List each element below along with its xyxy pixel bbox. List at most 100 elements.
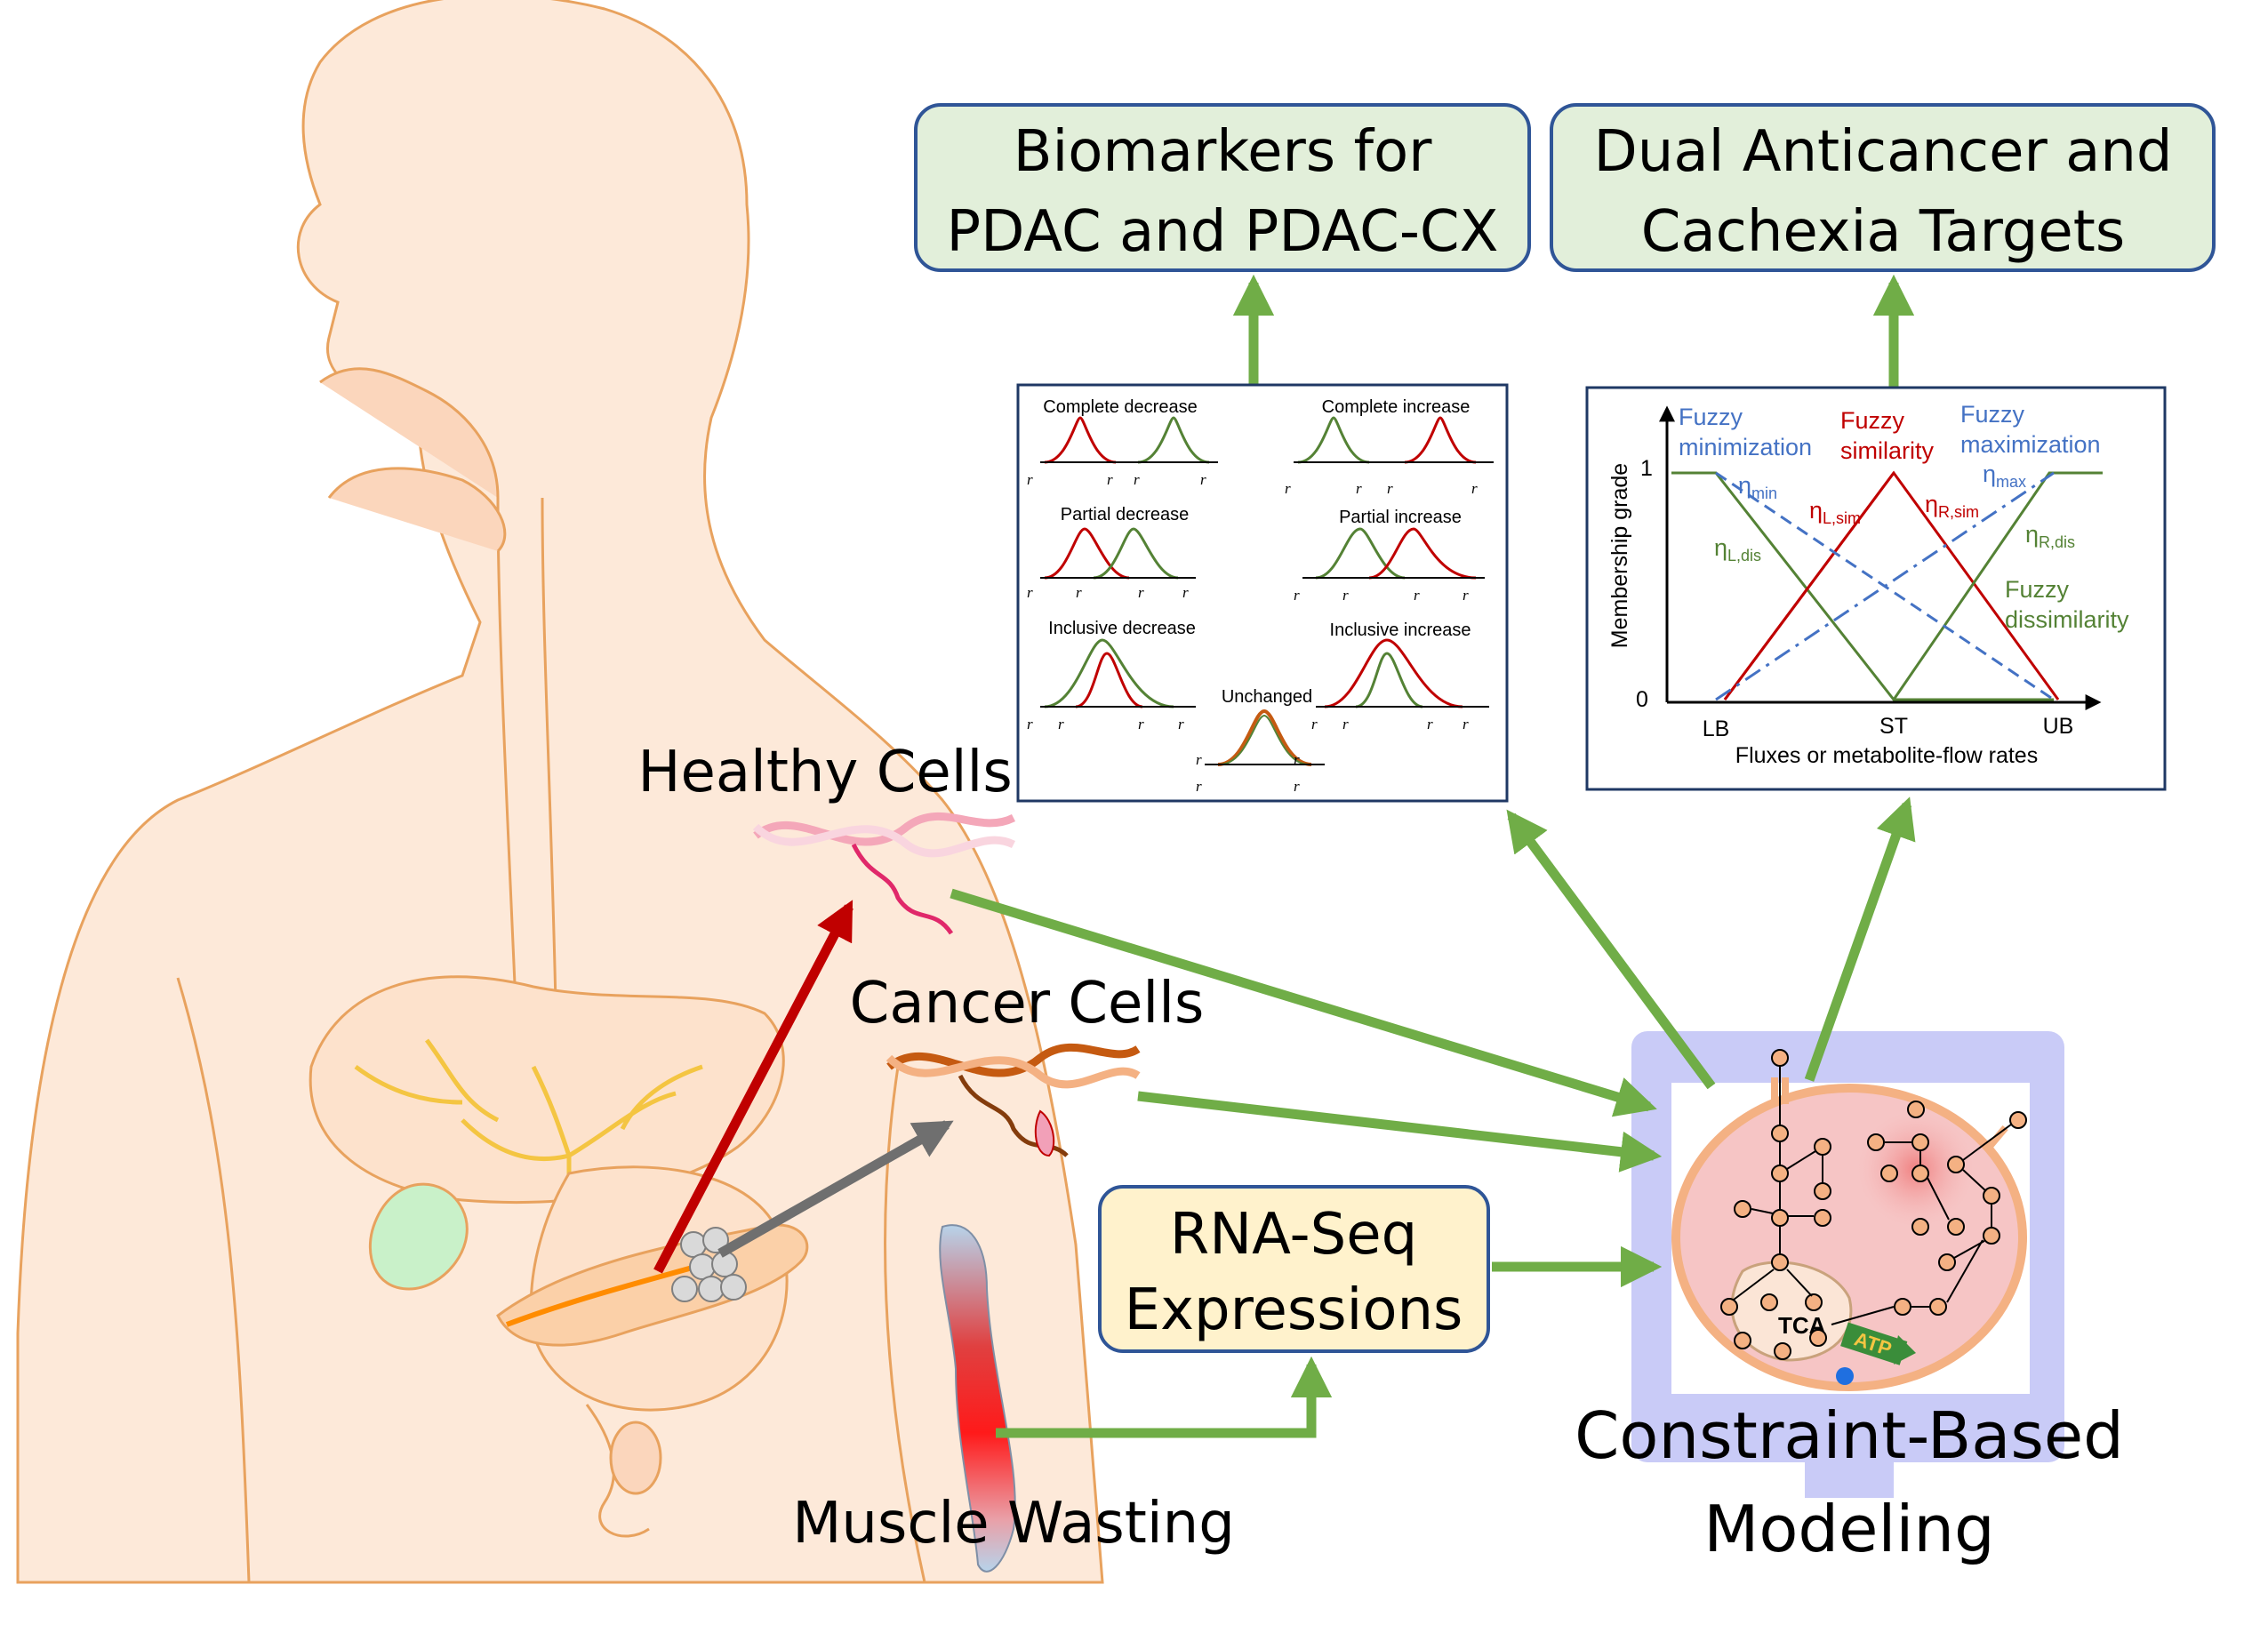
mouth-cavity <box>327 467 507 553</box>
svg-text:r: r <box>1463 716 1469 732</box>
svg-text:r: r <box>1027 716 1033 732</box>
pancreatic-duct <box>505 1260 712 1327</box>
eta-ldis-label: ηL,dis <box>1714 534 1761 564</box>
svg-text:r: r <box>1196 751 1202 768</box>
x-axis-label: Fluxes or metabolite-flow rates <box>1735 743 2038 768</box>
svg-text:r: r <box>1311 716 1318 732</box>
biomarkers-box: Biomarkers for PDAC and PDAC-CX <box>914 103 1531 272</box>
esophagus-inner <box>541 497 557 1005</box>
targets-line2: Cachexia Targets <box>1641 199 2125 265</box>
svg-text:r: r <box>1471 480 1478 497</box>
partial-decrease-title: Partial decrease <box>1061 505 1190 524</box>
st-label: ST <box>1879 714 1908 739</box>
inclusive-decrease-title: Inclusive decrease <box>1048 619 1196 638</box>
duodenum-end <box>609 1421 662 1495</box>
eta-min-label: ηmin <box>1738 472 1777 502</box>
fuzzy-dis-l1: Fuzzy <box>2005 576 2070 603</box>
fuzzy-max-l1: Fuzzy <box>1960 401 2025 428</box>
arrow-cancer-to-cbm <box>1137 1091 1663 1173</box>
arrow-pancreas-to-cancer <box>717 1120 954 1258</box>
fuzzy-sim-l2: similarity <box>1840 437 1934 464</box>
svg-text:r: r <box>1427 716 1433 732</box>
lb-label: LB <box>1703 716 1730 741</box>
eta-lsim-label: ηL,sim <box>1809 497 1861 527</box>
y-tick-0: 0 <box>1636 687 1648 712</box>
esophagus <box>496 497 517 1005</box>
unchanged-title: Unchanged <box>1222 687 1312 707</box>
eta-rdis-label: ηR,dis <box>2025 521 2075 551</box>
arrow-cbm-to-regulation <box>1506 809 1716 1090</box>
cbm-monitor: TCA ATP <box>1631 1031 2064 1498</box>
svg-text:r: r <box>1058 716 1064 732</box>
fuzzy-sim-l1: Fuzzy <box>1840 407 1905 434</box>
complete-increase-title: Complete increase <box>1322 397 1471 417</box>
eta-rsim-label: ηR,sim <box>1925 491 1979 521</box>
svg-text:r: r <box>1342 587 1349 604</box>
biomarkers-line2: PDAC and PDAC-CX <box>947 199 1499 265</box>
complete-decrease-title: Complete decrease <box>1043 397 1197 417</box>
svg-text:r: r <box>1027 584 1033 601</box>
fuzzy-dis-l2: dissimilarity <box>2005 606 2129 633</box>
rnaseq-line1: RNA-Seq <box>1170 1202 1417 1268</box>
arrow-pancreas-to-healthy <box>653 900 854 1274</box>
gallbladder <box>368 1182 469 1291</box>
svg-text:r: r <box>1463 587 1469 604</box>
fuzzy-max-l2: maximization <box>1960 431 2101 458</box>
left-arm-line <box>176 977 251 1583</box>
muscle-illustration <box>939 1224 1016 1573</box>
membership-grade-label: Membership grade <box>1607 463 1632 648</box>
intestine <box>585 1404 650 1538</box>
metabolic-edges <box>1733 1067 2012 1325</box>
svg-text:r: r <box>1285 480 1291 497</box>
fuzzy-min-l2: minimization <box>1679 434 1812 460</box>
svg-text:r: r <box>1076 584 1082 601</box>
eta-max-label: ηmax <box>1983 460 2026 491</box>
svg-text:r: r <box>1138 584 1144 601</box>
bile-duct-tree <box>354 1038 703 1227</box>
svg-text:r: r <box>1342 716 1349 732</box>
cbm-label-line2: Modeling <box>1703 1492 1995 1566</box>
svg-text:r: r <box>1200 471 1206 488</box>
cbm-label-line1: Constraint-Based <box>1575 1398 2124 1473</box>
fuzzy-min-l1: Fuzzy <box>1679 404 1743 430</box>
svg-text:r: r <box>1294 587 1300 604</box>
svg-text:r: r <box>1356 480 1362 497</box>
rnaseq-box: RNA-Seq Expressions <box>1098 1185 1490 1353</box>
targets-box: Dual Anticancer and Cachexia Targets <box>1550 103 2216 272</box>
svg-text:r: r <box>1196 778 1202 795</box>
rnaseq-line2: Expressions <box>1125 1277 1463 1343</box>
svg-text:r: r <box>1294 778 1300 795</box>
regulation-panel: Complete decrease Complete increase Part… <box>1016 383 1509 803</box>
ub-label: UB <box>2043 714 2074 739</box>
muscle-wasting-label: Muscle Wasting <box>792 1491 1235 1557</box>
svg-text:r: r <box>1182 584 1189 601</box>
arrow-cbm-to-fuzzy <box>1804 796 1916 1082</box>
svg-text:r: r <box>1294 751 1300 768</box>
pancreatic-tumor <box>671 1227 747 1302</box>
svg-text:r: r <box>1414 587 1420 604</box>
arrow-healthy-to-cbm <box>950 888 1657 1117</box>
partial-increase-title: Partial increase <box>1339 508 1462 527</box>
biomarkers-line1: Biomarkers for <box>1014 119 1433 185</box>
y-tick-1: 1 <box>1640 456 1653 481</box>
cancer-dna-icon <box>886 1044 1141 1157</box>
nasal-cavity <box>319 367 500 499</box>
targets-line1: Dual Anticancer and <box>1594 119 2173 185</box>
healthy-cells-label: Healthy Cells <box>637 740 1012 805</box>
inclusive-increase-title: Inclusive increase <box>1330 620 1471 640</box>
cancer-cells-label: Cancer Cells <box>850 971 1205 1037</box>
svg-text:r: r <box>1134 471 1140 488</box>
healthy-dna-icon <box>752 812 1016 935</box>
svg-text:r: r <box>1138 716 1144 732</box>
arrow-muscle-to-rnaseq <box>996 1356 1333 1438</box>
right-arm-line <box>884 1066 926 1583</box>
svg-text:r: r <box>1178 716 1184 732</box>
svg-text:r: r <box>1027 471 1033 488</box>
fuzzy-panel: 1 0 Membership grade LB ST UB Fluxes or … <box>1585 386 2167 791</box>
svg-text:r: r <box>1107 471 1113 488</box>
svg-text:r: r <box>1387 480 1393 497</box>
metabolic-network <box>1720 1049 2027 1360</box>
